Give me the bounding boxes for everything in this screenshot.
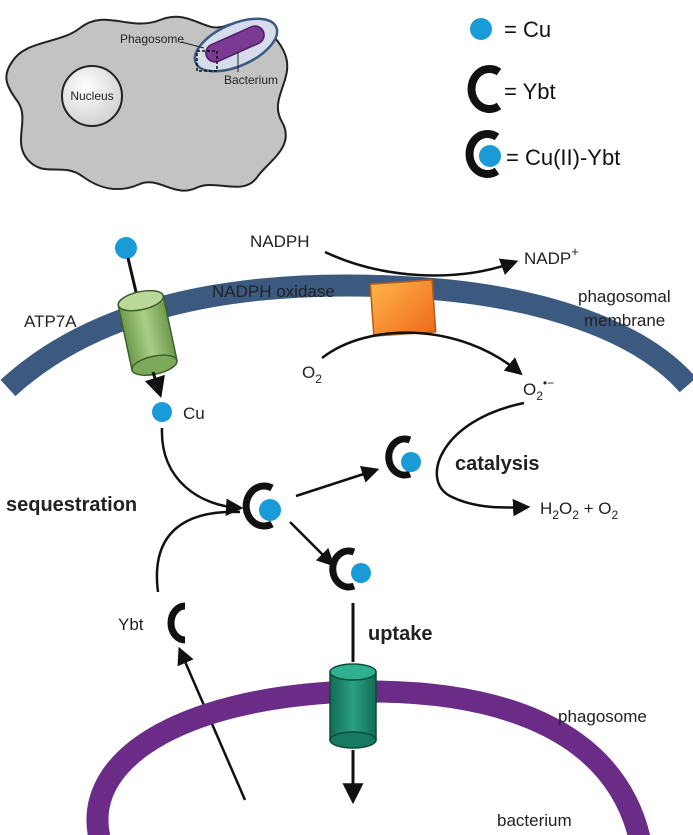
nadph-label: NADPH xyxy=(250,232,310,251)
phagosome-label: phagosome xyxy=(558,707,647,726)
legend-ybt-label: = Ybt xyxy=(504,79,556,104)
h2o2-o2-label: H2O2 + O2 xyxy=(540,499,619,522)
catalysis-label: catalysis xyxy=(455,453,540,475)
nucleus-label: Nucleus xyxy=(70,89,113,103)
cu-ybt-complex-central xyxy=(242,482,274,530)
inset-bacterium xyxy=(205,25,265,63)
nadph-oxidase-label: NADPH oxidase xyxy=(212,282,335,301)
phagosomal-membrane-label-line1: phagosomal xyxy=(578,287,671,306)
o2-label: O2 xyxy=(302,363,322,386)
ybt-to-complex-arrow xyxy=(155,510,241,593)
inset-cell: Nucleus Phagosome Bacterium xyxy=(5,15,289,192)
legend-cu-label: = Cu xyxy=(504,17,551,42)
cu-ybt-complex-catalysis-dot xyxy=(401,452,421,472)
cu-ybt-complex-uptake-dot xyxy=(351,563,371,583)
cu-to-complex-arrow xyxy=(160,427,244,517)
nadp-label: NADP+ xyxy=(524,244,579,268)
catalysis-arrow xyxy=(435,401,531,517)
cu-ion-outside xyxy=(115,237,137,259)
sequestration-label: sequestration xyxy=(6,494,137,516)
cu-ion-inside xyxy=(152,402,172,422)
legend-cu-ybt-dot xyxy=(479,145,501,167)
complex-to-uptake-arrow xyxy=(289,521,335,567)
cu-label: Cu xyxy=(183,404,205,423)
ybt-secretion-arrow xyxy=(177,646,247,801)
ybt-label: Ybt xyxy=(118,615,144,634)
zoom-box xyxy=(196,50,218,72)
inset-phagosome-leader xyxy=(180,41,205,49)
nucleus xyxy=(61,65,123,127)
legend-cu-ybt-icon xyxy=(465,130,500,178)
legend: = Cu = Ybt = Cu(II)-Ybt xyxy=(465,17,620,178)
atp7a-label: ATP7A xyxy=(24,312,77,331)
nadph-oxidase xyxy=(369,279,437,337)
legend-ybt-icon xyxy=(467,65,502,113)
uptake-label: uptake xyxy=(368,623,432,645)
cu-ybt-complex-catalysis xyxy=(385,435,412,479)
nadph-arrow xyxy=(324,250,519,277)
cu-ybt-complex-central-dot xyxy=(259,499,281,521)
atp7a-transporter xyxy=(117,289,178,376)
phagosomal-membrane-label-line2: membrane xyxy=(584,311,665,330)
cu-entry-line xyxy=(126,257,138,293)
uptake-transporter xyxy=(329,663,377,749)
atp7a-exit-arrow xyxy=(144,371,165,399)
legend-cu-icon xyxy=(470,18,492,40)
free-ybt xyxy=(167,602,186,644)
inset-phagosome-label: Phagosome xyxy=(120,32,184,46)
complex-to-catalysis-arrow xyxy=(295,466,380,498)
inset-bacterium-label: Bacterium xyxy=(224,73,278,87)
legend-cu-ybt-label: = Cu(II)-Ybt xyxy=(506,145,620,170)
cu-ybt-complex-uptake xyxy=(329,547,356,591)
superoxide-arrow xyxy=(321,331,523,376)
superoxide-label: O2•− xyxy=(523,376,554,403)
bacterium-label: bacterium xyxy=(497,811,572,830)
